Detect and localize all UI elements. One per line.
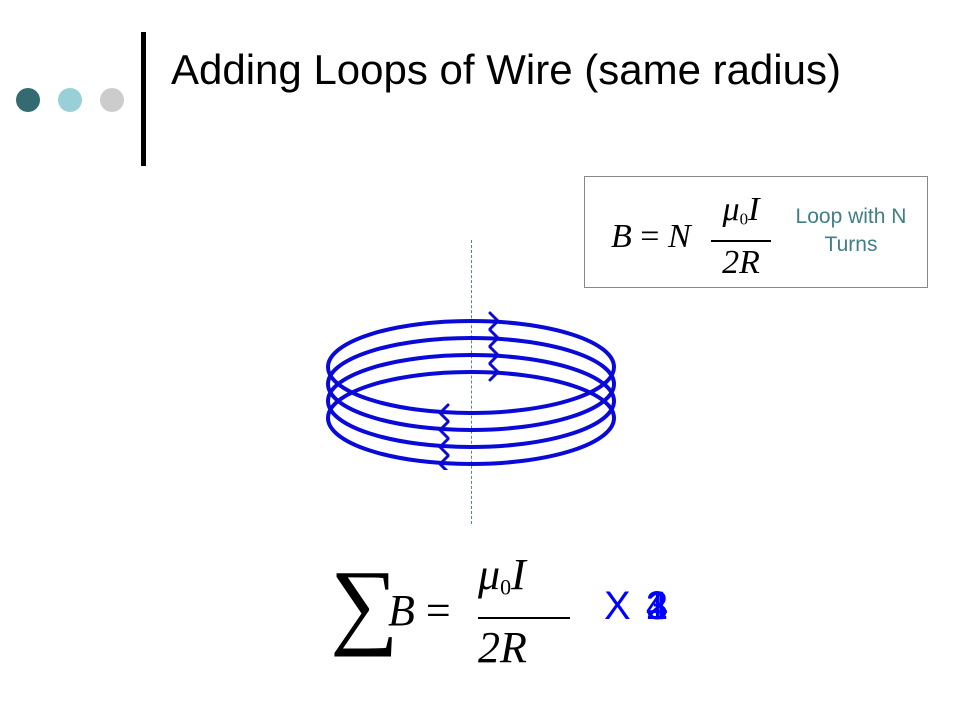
current-arrow-icon <box>438 454 450 470</box>
slide-bullet-dots <box>16 88 126 114</box>
equals-sign: = <box>640 218 660 255</box>
mu-subscript: 0 <box>500 574 512 600</box>
current-variable: I <box>748 191 760 228</box>
current-arrow-icon <box>438 420 450 440</box>
current-arrow-icon <box>438 437 450 457</box>
current-arrow-icon <box>488 362 500 382</box>
coil-loops-icon <box>326 311 616 470</box>
current-arrow-icon <box>488 311 500 331</box>
multiplier-value-4: 4 <box>645 584 669 628</box>
formula-box: B = N μ0I 2R Loop with N Turns <box>584 176 928 288</box>
mu-symbol: μ <box>478 550 501 599</box>
coil-axis <box>471 240 472 524</box>
fraction-line <box>478 616 570 619</box>
title-divider <box>141 32 146 166</box>
loop-with-n-turns-label: Loop with N Turns <box>795 205 907 256</box>
fraction-numerator: μ0I <box>478 550 570 613</box>
sigma-symbol: ∑ <box>330 550 399 657</box>
multiplier-value-3: 3 <box>645 584 669 628</box>
multiplier-value-1: 1 <box>645 584 669 628</box>
turns-variable: N <box>667 218 691 255</box>
bullet-dot-1 <box>16 88 40 112</box>
n-turns-formula: B = N μ0I 2R <box>611 191 781 281</box>
wire-loop-1 <box>326 319 616 415</box>
multiplier-prefix: X <box>604 584 631 628</box>
mu-symbol: μ <box>722 191 740 228</box>
fraction-numerator: μ0I <box>711 191 771 238</box>
field-variable: B <box>388 586 415 635</box>
current-variable: I <box>511 550 526 599</box>
sum-formula-lhs: B = <box>388 586 451 636</box>
multiplier-value-2: 2 <box>645 584 669 628</box>
slide-title: Adding Loops of Wire (same radius) <box>171 46 841 93</box>
fraction-line <box>711 240 771 243</box>
current-arrow-icon <box>438 403 450 423</box>
mu-subscript: 0 <box>739 209 749 229</box>
n-turns-formula-lhs: B = N <box>611 217 691 257</box>
sum-fraction: μ0I 2R <box>478 550 570 672</box>
equals-sign: = <box>425 586 451 635</box>
wire-loop-2 <box>326 336 616 432</box>
bullet-dot-2 <box>58 88 82 112</box>
fraction-denominator: 2R <box>722 244 760 282</box>
wire-loop-3 <box>326 353 616 449</box>
n-turns-fraction: μ0I 2R <box>711 191 771 281</box>
current-arrow-icon <box>488 328 500 348</box>
fraction-denominator: 2R <box>478 622 527 672</box>
wire-loop-4 <box>326 370 616 466</box>
field-variable: B <box>611 218 632 255</box>
sum-formula: ∑ B = μ0I 2R <box>330 550 590 672</box>
current-arrow-icon <box>488 345 500 365</box>
bullet-dot-3 <box>100 88 124 112</box>
